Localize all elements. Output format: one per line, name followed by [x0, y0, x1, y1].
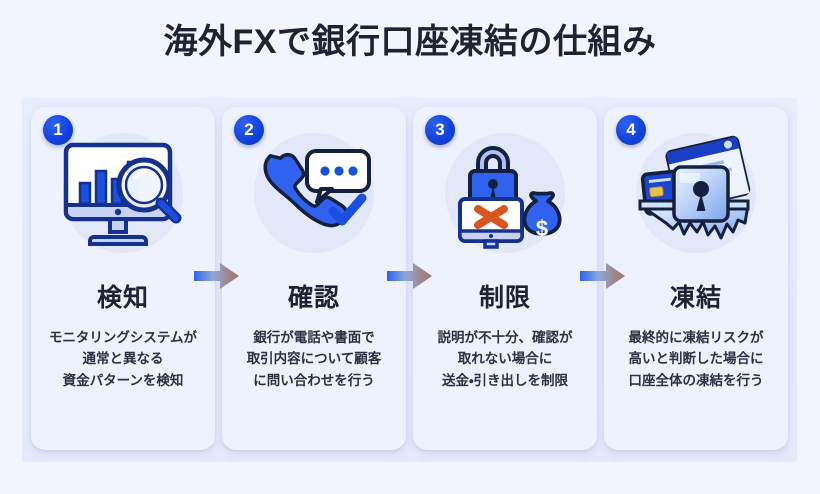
- arrow-right-icon: [580, 262, 626, 290]
- step-card-1[interactable]: 1: [31, 107, 215, 450]
- step-title: 確認: [287, 284, 340, 312]
- step-description: モニタリングシステムが 通常と異なる 資金パターンを検知: [48, 329, 198, 389]
- step-title: 検知: [96, 284, 149, 312]
- step-title: 制限: [478, 284, 531, 312]
- step-description: 説明が不十分、確認が 取れない場合に 送金・引き出しを制限: [437, 329, 573, 389]
- arrow-right-icon: [387, 262, 433, 290]
- step-card-2[interactable]: 2 確認 銀行が電話や書面で 取引内容について顧客 に問い合わせを行う: [222, 107, 406, 450]
- frozen-card-ice-keyhole-icon: [616, 127, 776, 259]
- step-number-badge: 4: [616, 115, 646, 145]
- step-number-badge: 3: [425, 115, 455, 145]
- svg-text:$: $: [536, 216, 548, 241]
- step-card-3[interactable]: 3 $ 制限 説明が不十分、確認: [413, 107, 597, 450]
- step-card-4[interactable]: 4: [604, 107, 788, 450]
- step-description: 銀行が電話や書面で 取引内容について顧客 に問い合わせを行う: [246, 329, 382, 389]
- monitor-chart-magnifier-icon: [43, 127, 203, 259]
- step-description: 最終的に凍結リスクが 高いと判断した場合に 口座全体の凍結を行う: [628, 329, 764, 389]
- phone-chat-check-icon: [234, 127, 394, 259]
- step-number-badge: 2: [234, 115, 264, 145]
- lock-monitor-x-moneybag-icon: $: [425, 127, 585, 259]
- step-title: 凍結: [669, 284, 722, 312]
- process-steps: 1: [22, 98, 797, 462]
- step-number-badge: 1: [43, 115, 73, 145]
- arrow-right-icon: [194, 262, 240, 290]
- page-title: 海外FXで銀行口座凍結の仕組み: [163, 23, 657, 61]
